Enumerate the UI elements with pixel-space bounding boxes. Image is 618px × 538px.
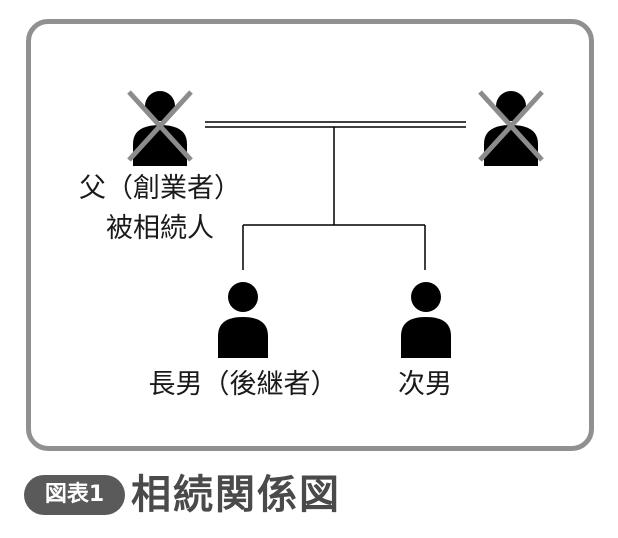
mother-person-icon — [478, 90, 544, 166]
father-person-icon — [127, 90, 193, 166]
father-label-role: 父（創業者） — [79, 173, 241, 204]
figure-title: 相続関係図 — [131, 472, 341, 518]
figure-badge: 図表1 — [24, 475, 125, 515]
second-son-label: 次男 — [398, 369, 452, 400]
eldest-son-label: 長男（後継者） — [148, 369, 338, 400]
father-label-status: 被相続人 — [106, 213, 214, 244]
diagram-frame — [26, 19, 594, 451]
eldest-son-person-icon — [218, 282, 268, 358]
second-son-person-icon — [401, 282, 451, 358]
